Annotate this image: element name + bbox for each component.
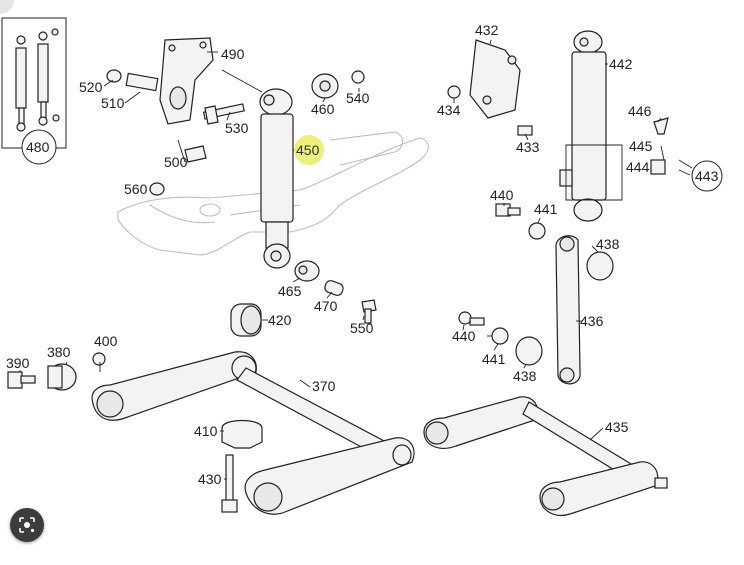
callout-446: 446 [628, 103, 652, 119]
callout-445: 445 [629, 138, 653, 154]
callout-430: 430 [198, 471, 222, 487]
callout-433: 433 [516, 139, 540, 155]
callout-450-highlight [294, 135, 324, 165]
inset-480 [1, 17, 67, 165]
callout-450: 450 [296, 142, 320, 158]
callout-443: 443 [695, 168, 719, 184]
lens-glyph [19, 517, 35, 533]
callout-490: 490 [221, 46, 245, 62]
callout-432: 432 [475, 22, 499, 38]
bracket-490 [106, 37, 245, 163]
control-arm-370 [7, 303, 415, 515]
callout-560: 560 [124, 181, 148, 197]
callout-520: 520 [79, 79, 103, 95]
callout-435: 435 [605, 419, 629, 435]
callout-443-circle [691, 160, 723, 192]
callout-500: 500 [164, 154, 188, 170]
leader-lines [19, 39, 693, 480]
callout-442: 442 [609, 56, 633, 72]
link-436 [515, 235, 614, 385]
callout-370: 370 [312, 378, 336, 394]
callout-434: 434 [437, 102, 461, 118]
callout-380: 380 [47, 344, 71, 360]
callout-420: 420 [268, 312, 292, 328]
callout-labels: 390 380 400 420 370 410 430 435 436 438 … [6, 22, 719, 487]
callout-410: 410 [194, 423, 218, 439]
callout-440-upper: 440 [490, 187, 514, 203]
callout-390: 390 [6, 355, 30, 371]
callout-480: 480 [26, 139, 50, 155]
callout-530: 530 [225, 120, 249, 136]
control-arm-435 [423, 396, 668, 516]
shock-absorber-442 [447, 30, 669, 345]
callout-436: 436 [580, 313, 604, 329]
callout-540: 540 [346, 90, 370, 106]
callout-470: 470 [314, 298, 338, 314]
callout-438-upper: 438 [596, 236, 620, 252]
callout-465: 465 [278, 283, 302, 299]
google-lens-icon[interactable] [10, 508, 44, 542]
callout-440-lower: 440 [452, 328, 476, 344]
callout-438-lower: 438 [513, 368, 537, 384]
callout-460: 460 [311, 101, 335, 117]
callout-441-lower: 441 [482, 351, 506, 367]
callout-444: 444 [626, 159, 650, 175]
shock-absorber-450 [149, 70, 377, 324]
callout-550: 550 [350, 320, 374, 336]
callout-510: 510 [101, 95, 125, 111]
callout-400: 400 [94, 333, 118, 349]
callout-441-upper: 441 [534, 201, 558, 217]
